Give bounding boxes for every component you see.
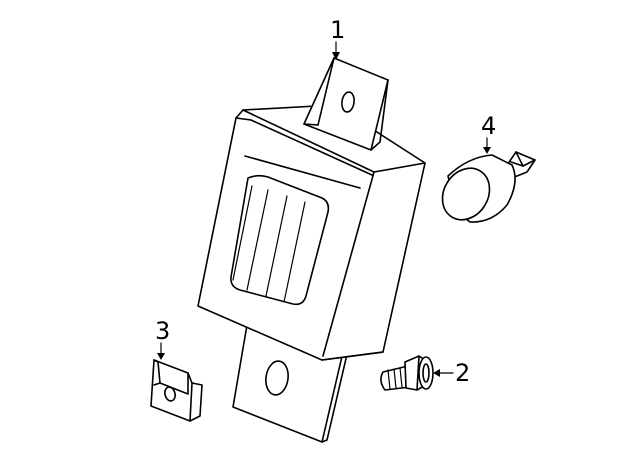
connector-recess	[230, 174, 330, 306]
part-3-clip[interactable]	[150, 359, 203, 422]
part-4-bulb[interactable]	[433, 151, 536, 229]
callout-1: 1	[330, 16, 345, 44]
module-body	[197, 104, 426, 361]
callout-2: 2	[455, 359, 470, 387]
leader-1	[332, 41, 340, 60]
part-1-control-module[interactable]	[197, 57, 426, 443]
leader-3	[157, 342, 165, 360]
upper-mounting-tab	[303, 57, 389, 151]
leader-2	[433, 369, 454, 377]
callout-4: 4	[481, 112, 496, 140]
callout-3: 3	[155, 317, 170, 345]
leader-4	[483, 137, 491, 154]
part-2-bolt[interactable]	[380, 355, 434, 391]
leader-lines	[157, 41, 491, 377]
